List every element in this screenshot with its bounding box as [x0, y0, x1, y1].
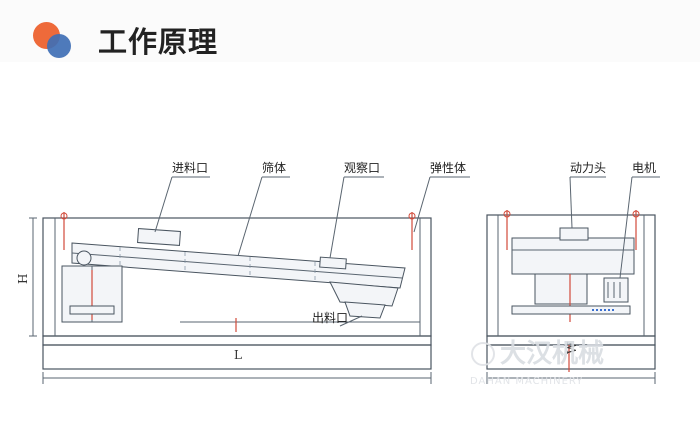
label-inspection-port: 观察口	[344, 161, 380, 175]
side-base	[42, 335, 432, 346]
svg-text:大汉机械: 大汉机械	[500, 339, 604, 369]
svg-text:DAHAN MACHINERY: DAHAN MACHINERY	[470, 376, 583, 387]
end-hopper	[534, 273, 588, 305]
label-screen-body: 筛体	[262, 160, 286, 175]
end-plinth	[486, 344, 656, 370]
inspection-port-box	[319, 256, 347, 270]
label-motor: 电机	[632, 161, 656, 175]
label-elastic-body: 弹性体	[430, 161, 466, 175]
end-view: W	[486, 210, 656, 384]
side-view: H L	[16, 212, 432, 384]
side-plinth	[42, 344, 432, 370]
label-feed-inlet: 进料口	[172, 161, 208, 175]
discharge-hopper	[329, 281, 399, 307]
label-power-head: 动力头	[570, 161, 606, 175]
logo-blue-dot	[47, 34, 71, 58]
dimension-h: H	[16, 274, 30, 284]
end-screen-box	[511, 237, 635, 275]
discharge-spout	[344, 301, 386, 319]
callouts: 进料口 筛体 观察口 弹性体 动力头 电机 出料口	[154, 160, 660, 327]
dimension-w: W	[565, 341, 579, 354]
label-discharge: 出料口	[312, 311, 348, 325]
header-band	[0, 0, 700, 62]
power-head-box	[559, 227, 589, 241]
watermark-logo: 大汉机械 DAHAN MACHINERY	[470, 339, 604, 387]
page-title: 工作原理	[98, 25, 219, 59]
dimension-l: L	[234, 348, 242, 362]
feed-inlet-box	[137, 228, 181, 246]
drive-pulley	[76, 250, 92, 266]
logo-icon	[30, 20, 78, 64]
